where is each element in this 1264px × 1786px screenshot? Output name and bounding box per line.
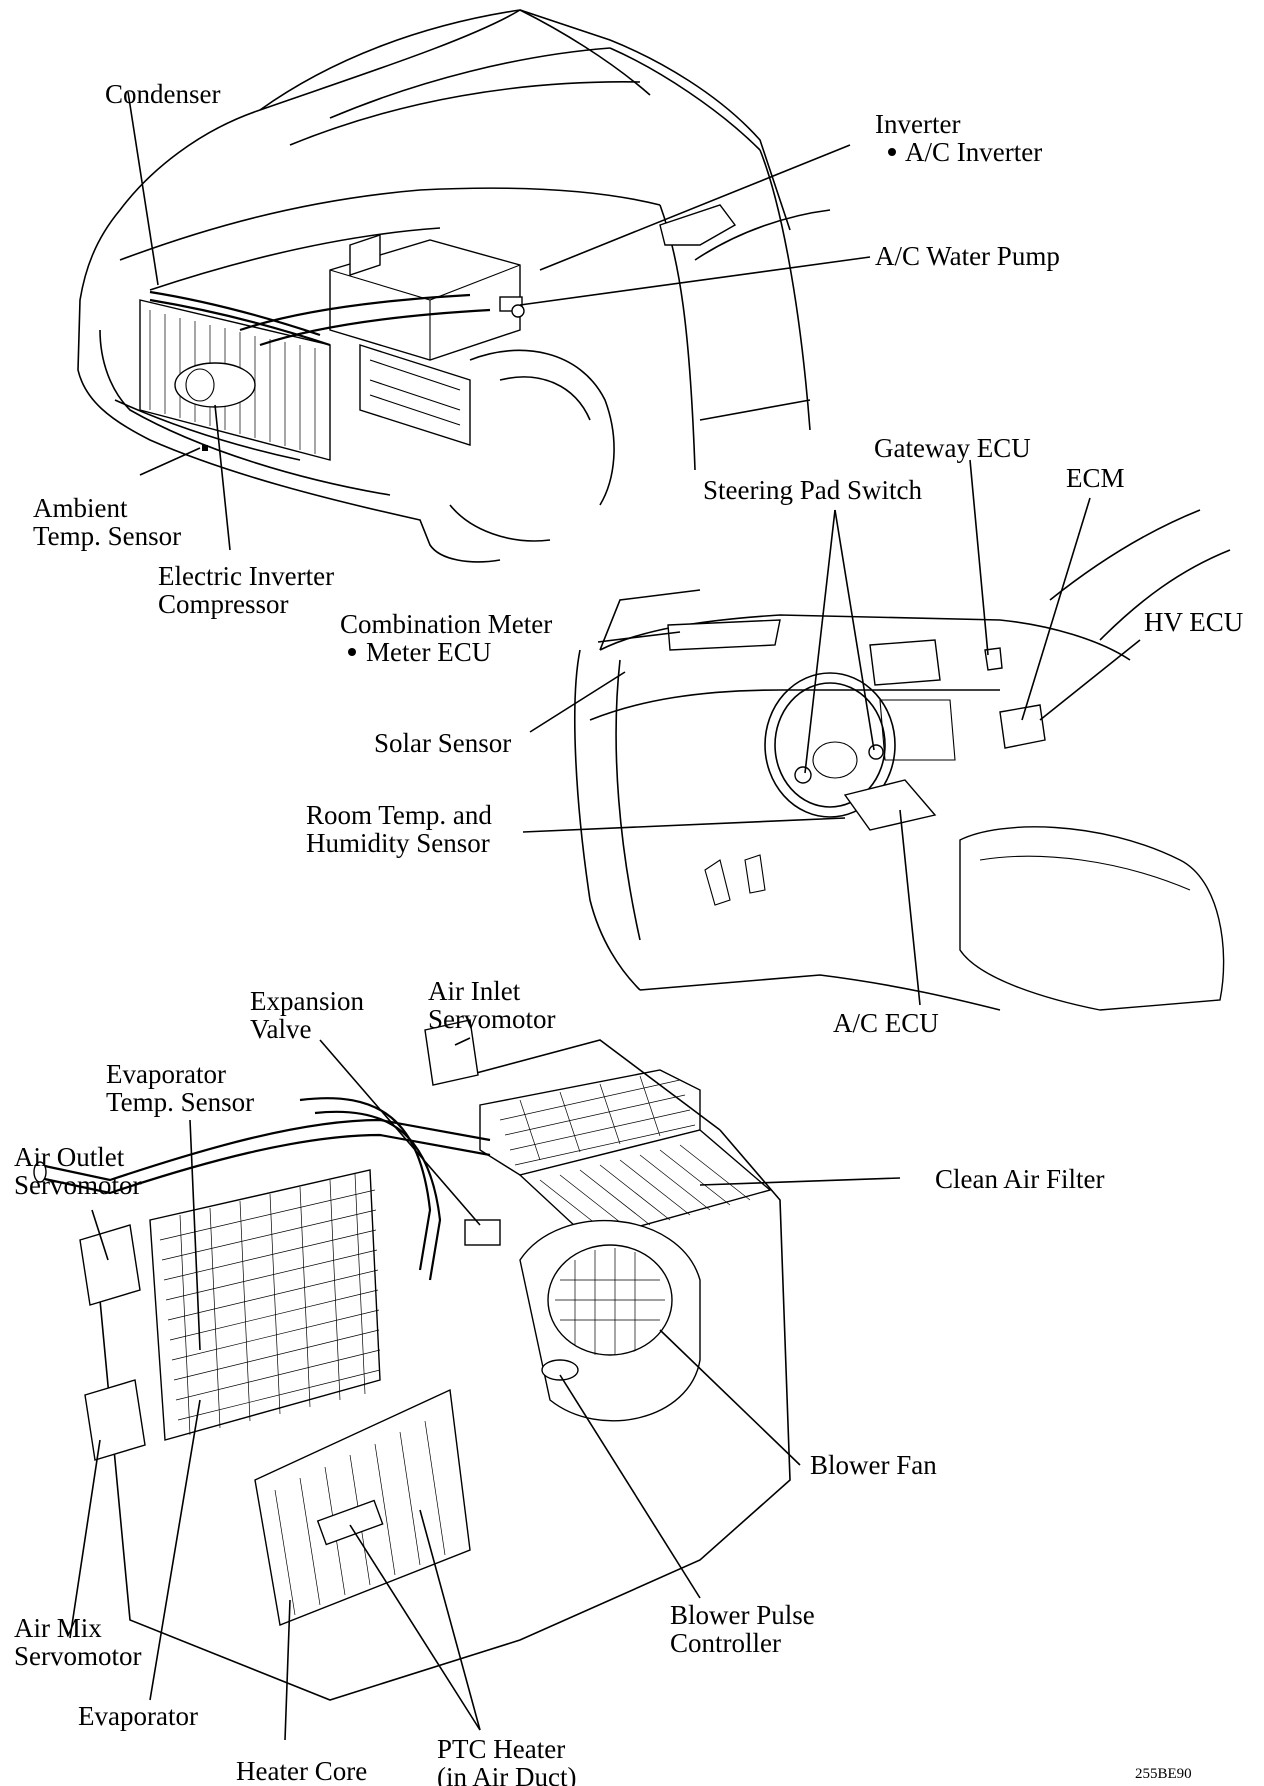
- label-air-inlet-line2: Servomotor: [428, 1004, 556, 1034]
- label-expansion-valve-line2: Valve: [250, 1014, 311, 1044]
- label-blower-fan: Blower Fan: [810, 1450, 937, 1480]
- label-inverter: Inverter: [875, 109, 960, 139]
- label-air-mix-line2: Servomotor: [14, 1641, 142, 1671]
- label-air-inlet-line1: Air Inlet: [428, 976, 521, 1006]
- figure-code: 255BE90: [1135, 1766, 1192, 1782]
- label-expansion-valve-line1: Expansion: [250, 986, 364, 1016]
- label-condenser: Condenser: [105, 79, 220, 109]
- label-blower-pulse-line1: Blower Pulse: [670, 1600, 815, 1630]
- label-room-temp-line2: Humidity Sensor: [306, 828, 490, 858]
- label-air-mix-line1: Air Mix: [14, 1613, 102, 1643]
- label-ecm: ECM: [1066, 463, 1125, 493]
- label-ac-inverter: A/C Inverter: [905, 137, 1042, 167]
- label-gateway-ecu: Gateway ECU: [874, 433, 1031, 463]
- label-meter-ecu: Meter ECU: [366, 637, 491, 667]
- label-ambient-temp-line1: Ambient: [33, 493, 128, 523]
- car-front-drawing: [77, 9, 831, 563]
- label-blower-pulse-line2: Controller: [670, 1628, 781, 1658]
- label-clean-air-filter: Clean Air Filter: [935, 1164, 1104, 1194]
- bullet-meter-ecu: [348, 648, 356, 656]
- label-electric-inverter-line2: Compressor: [158, 589, 289, 619]
- label-combination-meter: Combination Meter: [340, 609, 552, 639]
- label-air-outlet-line2: Servomotor: [14, 1170, 142, 1200]
- label-electric-inverter-line1: Electric Inverter: [158, 561, 334, 591]
- label-heater-core: Heater Core: [236, 1756, 367, 1786]
- label-ptc-heater-line1: PTC Heater: [437, 1734, 565, 1764]
- label-ac-water-pump: A/C Water Pump: [875, 241, 1060, 271]
- dashboard-drawing: [574, 509, 1231, 1011]
- bullet-ac-inverter: [888, 148, 896, 156]
- leader-lines: [69, 91, 1141, 1741]
- label-evaporator-temp-line2: Temp. Sensor: [106, 1087, 254, 1117]
- label-ambient-temp-line2: Temp. Sensor: [33, 521, 181, 551]
- label-hv-ecu: HV ECU: [1144, 607, 1243, 637]
- label-ptc-heater-line2: (in Air Duct): [437, 1762, 576, 1786]
- labels: Condenser Inverter A/C Inverter A/C Wate…: [14, 79, 1243, 1786]
- label-ac-ecu: A/C ECU: [833, 1008, 939, 1038]
- hvac-unit-drawing: [33, 1019, 791, 1701]
- label-evaporator-temp-line1: Evaporator: [106, 1059, 226, 1089]
- label-steering-pad-switch: Steering Pad Switch: [703, 475, 922, 505]
- label-air-outlet-line1: Air Outlet: [14, 1142, 125, 1172]
- label-evaporator: Evaporator: [78, 1701, 198, 1731]
- label-room-temp-line1: Room Temp. and: [306, 800, 492, 830]
- label-solar-sensor: Solar Sensor: [374, 728, 511, 758]
